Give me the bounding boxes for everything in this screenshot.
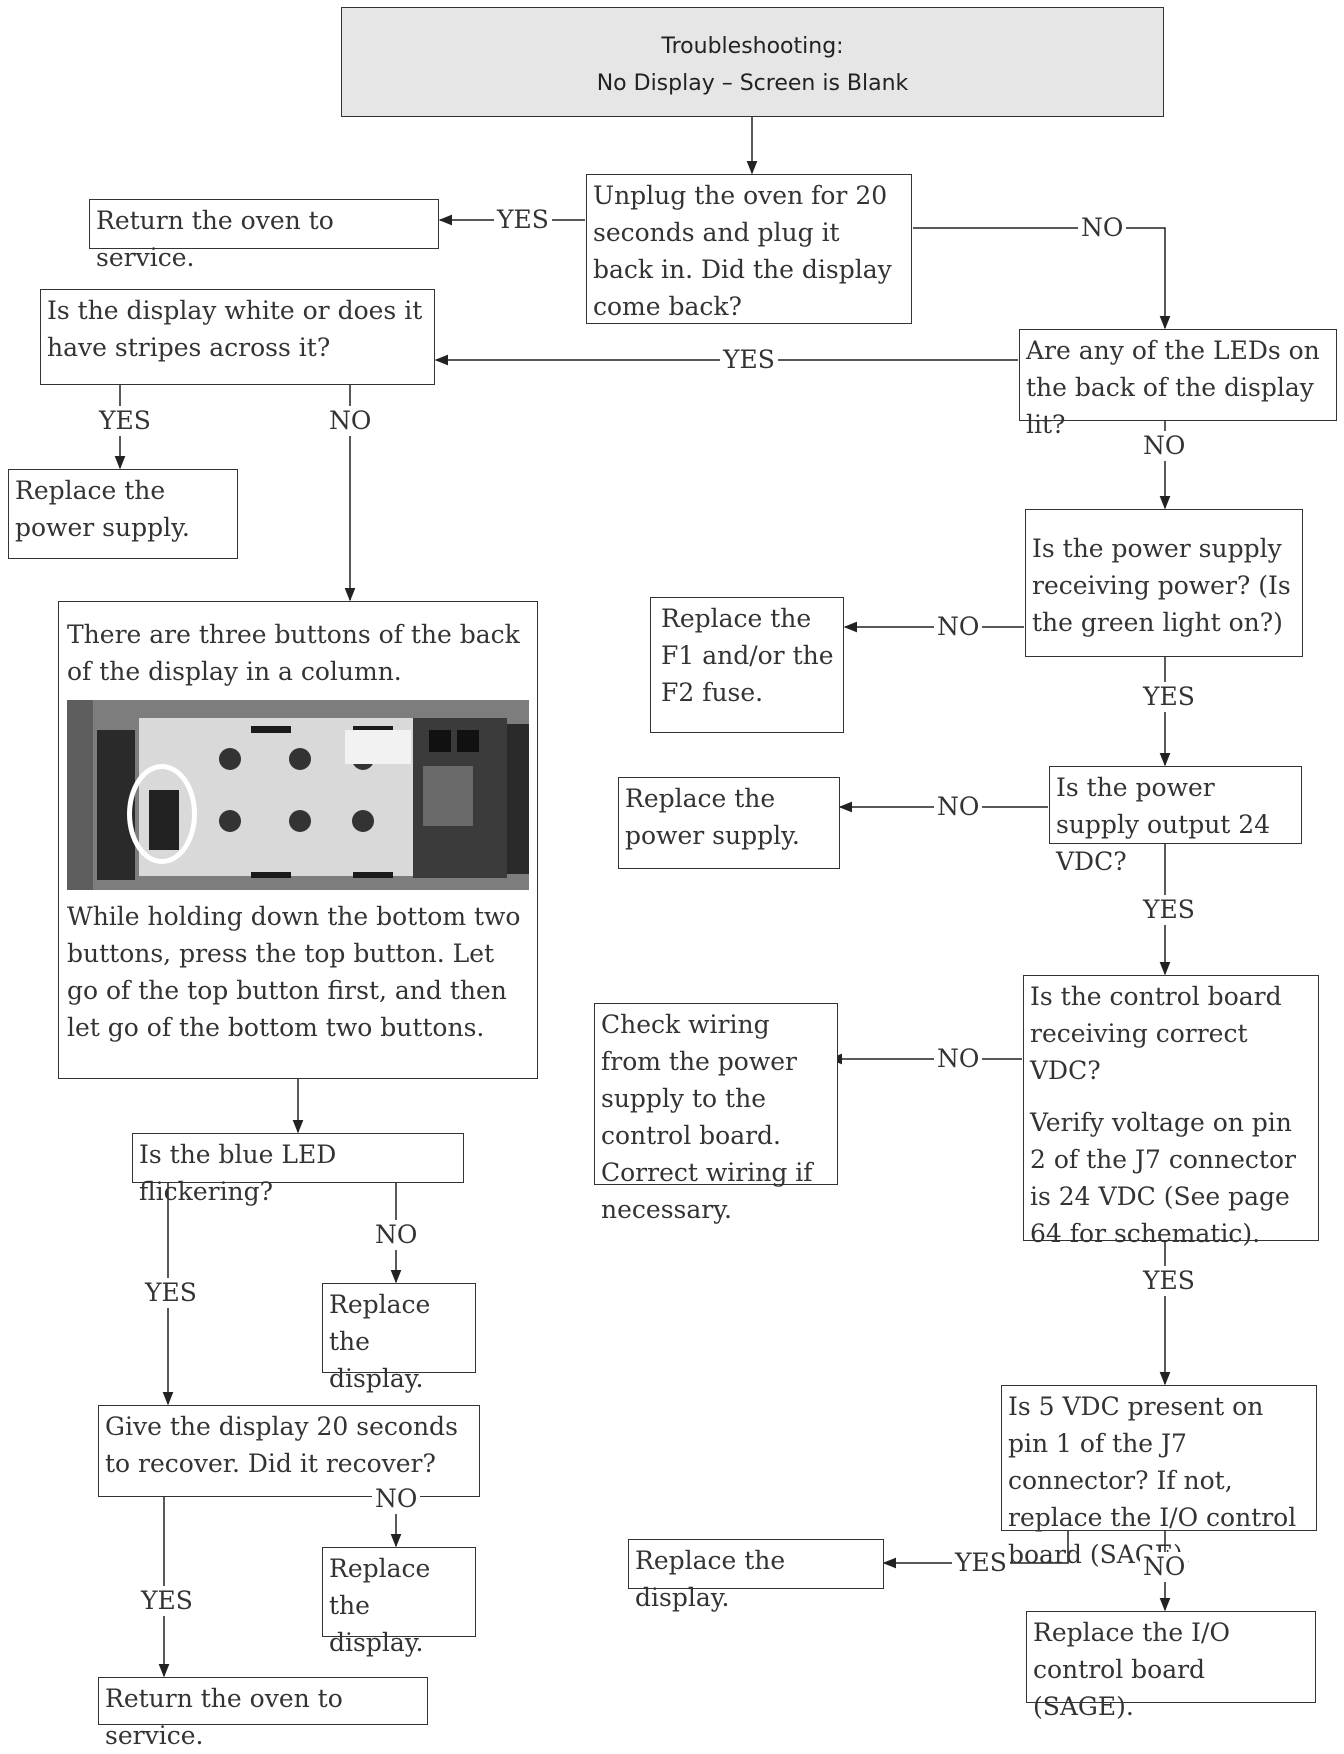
label-white-no: NO (326, 406, 375, 436)
node-replace-power-supply-left: Replace the power supply. (8, 469, 238, 559)
label-white-yes: YES (96, 406, 154, 436)
node-replace-io-board: Replace the I/O control board (SAGE). (1026, 1611, 1316, 1721)
label-blue-yes: YES (142, 1278, 200, 1308)
title-line-2: No Display – Screen is Blank (596, 71, 909, 96)
node-unplug-oven: Unplug the oven for 20 seconds and plug … (586, 174, 912, 324)
node-leds-lit: Are any of the LEDs on the back of the d… (1019, 329, 1337, 439)
label-five-yes: YES (952, 1548, 1010, 1578)
node-replace-display-3: Replace the display. (628, 1539, 884, 1612)
node-power-supply-output: Is the power supply output 24 VDC? (1049, 766, 1302, 876)
label-five-no: NO (1140, 1552, 1189, 1582)
label-unplug-no: NO (1078, 213, 1127, 243)
label-control-no: NO (934, 1044, 983, 1074)
label-give-no: NO (372, 1484, 421, 1514)
node-display-white-stripes: Is the display white or does it have str… (40, 289, 435, 385)
label-give-yes: YES (138, 1586, 196, 1616)
three-buttons-steps: While holding down the bottom two button… (67, 902, 521, 1042)
control-board-question: Is the control board receiving correct V… (1030, 982, 1282, 1085)
buttons-highlight-circle (127, 764, 197, 864)
node-replace-display-2: Replace the display. (322, 1547, 476, 1657)
node-replace-fuse: Replace the F1 and/or the F2 fuse. (650, 597, 844, 733)
node-power-supply-receiving: Is the power supply receiving power? (Is… (1025, 509, 1303, 657)
node-control-board-receiving: Is the control board receiving correct V… (1023, 975, 1319, 1248)
display-back-photo (67, 700, 529, 890)
label-leds-yes: YES (720, 345, 778, 375)
flowchart-title: Troubleshooting: No Display – Screen is … (341, 7, 1164, 117)
label-leds-no: NO (1140, 431, 1189, 461)
control-board-verify: Verify voltage on pin 2 of the J7 connec… (1030, 1108, 1296, 1248)
label-unplug-yes: YES (494, 205, 552, 235)
label-ps-output-no: NO (934, 792, 983, 822)
node-replace-display-1: Replace the display. (322, 1283, 476, 1393)
title-line-1: Troubleshooting: (661, 34, 844, 59)
label-ps-output-yes: YES (1140, 895, 1198, 925)
node-return-to-service-bottom: Return the oven to service. (98, 1677, 428, 1750)
arrow-unplug-no (913, 227, 1171, 330)
label-ps-receiving-yes: YES (1140, 682, 1198, 712)
arrow-five-yes (882, 1531, 1069, 1569)
node-replace-power-supply-right: Replace the power supply. (618, 777, 840, 869)
label-control-yes: YES (1140, 1266, 1198, 1296)
label-blue-no: NO (372, 1220, 421, 1250)
node-three-buttons: There are three buttons of the back of t… (58, 601, 538, 1079)
node-check-wiring: Check wiring from the power supply to th… (594, 1003, 838, 1224)
node-blue-led-flickering: Is the blue LED flickering? (132, 1133, 464, 1206)
node-five-vdc-present: Is 5 VDC present on pin 1 of the J7 conn… (1001, 1385, 1317, 1569)
node-return-to-service-top: Return the oven to service. (89, 199, 439, 272)
label-ps-receiving-no: NO (934, 612, 983, 642)
three-buttons-intro: There are three buttons of the back of t… (67, 620, 520, 686)
node-give-20-seconds: Give the display 20 seconds to recover. … (98, 1405, 480, 1497)
